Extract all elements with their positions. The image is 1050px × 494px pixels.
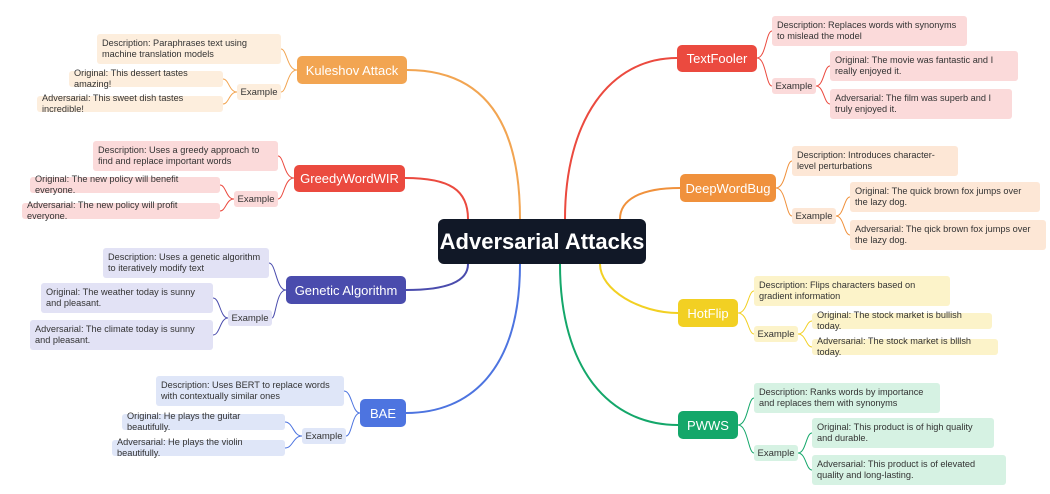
branch-hotflip[interactable]: HotFlip [678,299,738,327]
kuleshov-adversarial: Adversarial: This sweet dish tastes incr… [37,93,223,114]
link-central-textfooler [564,57,678,220]
hotflip-original: Original: The stock market is bullish to… [812,310,992,331]
link-hotflip-children [737,290,755,335]
link-central-greedy [404,177,469,220]
link-central-deepwordbug [619,187,681,220]
link-hotflip-example-children [797,320,813,348]
textfooler-adversarial: Adversarial: The film was superb and I t… [830,89,1012,119]
textfooler-description: Description: Replaces words with synonym… [772,16,967,46]
greedy-description: Description: Uses a greedy approach to f… [93,141,278,171]
link-pwws-example-children [797,432,813,471]
branch-greedywordwir[interactable]: GreedyWordWIR [294,165,405,192]
deepwordbug-example[interactable]: Example [792,208,836,224]
greedy-original: Original: The new policy will benefit ev… [30,174,220,195]
link-central-pwws [559,263,679,426]
link-central-genetic [405,263,469,291]
link-kuleshov-example-children [222,78,238,105]
link-textfooler-children [756,30,773,87]
link-central-hotflip [599,263,679,314]
kuleshov-description: Description: Paraphrases text using mach… [97,34,281,64]
link-deepwordbug-example-children [835,196,851,236]
bae-example[interactable]: Example [302,428,346,444]
pwws-adversarial: Adversarial: This product is of elevated… [812,455,1006,485]
hotflip-adversarial: Adversarial: The stock market is blllsh … [812,336,998,357]
link-greedy-children [277,155,295,200]
link-pwws-children [737,397,755,454]
link-kuleshov-children [280,48,298,93]
link-genetic-example-children [212,297,229,336]
greedy-adversarial: Adversarial: The new policy will profit … [22,200,220,221]
branch-textfooler[interactable]: TextFooler [677,45,757,72]
textfooler-original: Original: The movie was fantastic and I … [830,51,1018,81]
link-bae-example-children [284,421,303,449]
deepwordbug-adversarial: Adversarial: The qick brown fox jumps ov… [850,220,1046,250]
link-textfooler-example-children [815,65,831,105]
link-greedy-example-children [219,184,235,212]
link-genetic-children [268,262,287,319]
hotflip-description: Description: Flips characters based on g… [754,276,950,306]
kuleshov-original: Original: This dessert tastes amazing! [69,68,223,89]
branch-pwws[interactable]: PWWS [678,411,738,439]
link-deepwordbug-children [775,160,793,217]
deepwordbug-original: Original: The quick brown fox jumps over… [850,182,1040,212]
textfooler-example[interactable]: Example [772,78,816,94]
bae-description: Description: Uses BERT to replace words … [156,376,344,406]
link-central-kuleshov [406,69,521,220]
deepwordbug-description: Description: Introduces character-level … [792,146,958,176]
genetic-original: Original: The weather today is sunny and… [41,283,213,313]
pwws-example[interactable]: Example [754,445,798,461]
pwws-description: Description: Ranks words by importance a… [754,383,940,413]
central-topic[interactable]: Adversarial Attacks [438,219,646,264]
greedy-example[interactable]: Example [234,191,278,207]
branch-genetic-algorithm[interactable]: Genetic Algorithm [286,276,406,304]
hotflip-example[interactable]: Example [754,326,798,342]
pwws-original: Original: This product is of high qualit… [812,418,994,448]
genetic-description: Description: Uses a genetic algorithm to… [103,248,269,278]
kuleshov-example[interactable]: Example [237,84,281,100]
branch-kuleshov-attack[interactable]: Kuleshov Attack [297,56,407,84]
link-bae-children [343,390,361,437]
link-central-bae [405,263,521,414]
bae-original: Original: He plays the guitar beautifull… [122,411,285,432]
bae-adversarial: Adversarial: He plays the violin beautif… [112,437,285,458]
genetic-adversarial: Adversarial: The climate today is sunny … [30,320,213,350]
branch-bae[interactable]: BAE [360,399,406,427]
branch-deepwordbug[interactable]: DeepWordBug [680,174,776,202]
genetic-example[interactable]: Example [228,310,272,326]
